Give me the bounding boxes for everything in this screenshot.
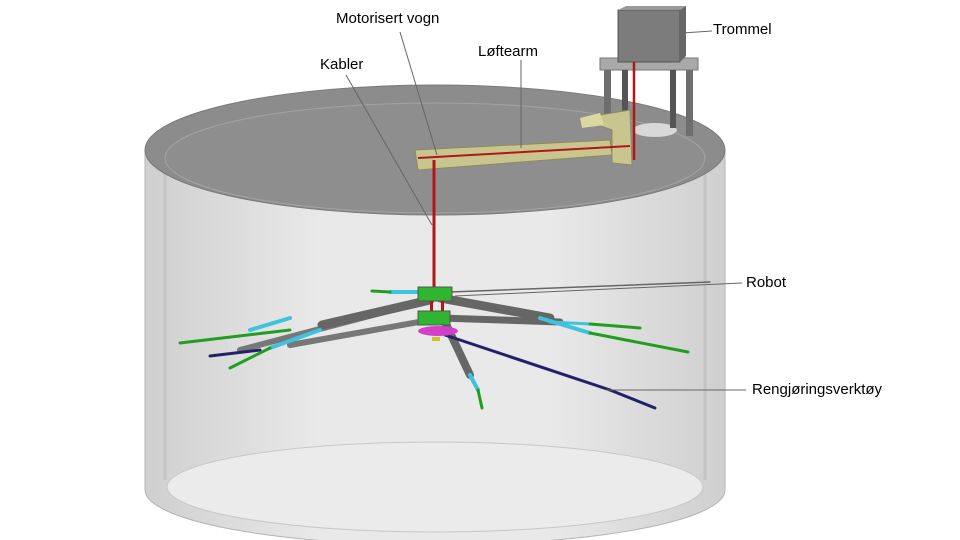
tank-floor bbox=[166, 441, 704, 533]
robot-body bbox=[417, 286, 458, 341]
label-cleaning-tool: Rengjøringsverktøy bbox=[752, 381, 883, 398]
label-robot: Robot bbox=[746, 274, 787, 291]
label-cables: Kabler bbox=[320, 56, 364, 73]
brush bbox=[418, 326, 458, 336]
drum bbox=[617, 9, 681, 63]
robot-arms bbox=[178, 281, 711, 410]
lifting-arm bbox=[414, 109, 633, 171]
drum-assembly bbox=[599, 6, 699, 160]
roof-hatch bbox=[633, 123, 677, 137]
leader-lines bbox=[345, 30, 746, 391]
label-lifting-arm: Løftearm bbox=[478, 43, 539, 60]
label-drum: Trommel bbox=[713, 21, 772, 38]
tank bbox=[144, 84, 726, 540]
label-motorized-carriage: Motorisert vogn bbox=[336, 10, 440, 27]
